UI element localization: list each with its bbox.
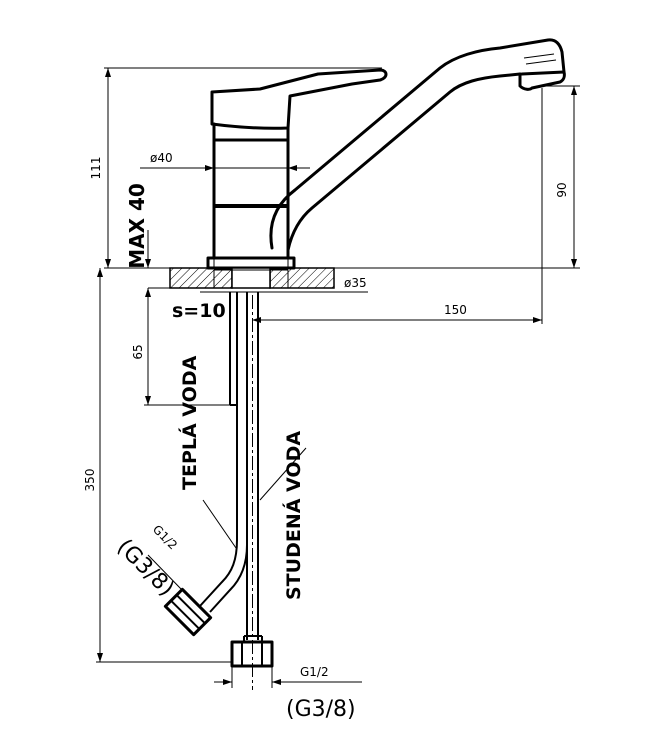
dim-65-label: 65: [131, 344, 145, 359]
cold-water-label: STUDENÁ VODA: [282, 431, 305, 600]
hot-thread-label: G1/2: [150, 522, 180, 552]
supply-pipes: [163, 292, 274, 690]
dim-90-label: 90: [555, 182, 569, 197]
base-ring: [206, 256, 296, 270]
dim-150-label: 150: [444, 303, 467, 317]
dim-111-label: 111: [89, 157, 103, 180]
countertop-plate: [148, 267, 335, 293]
cold-thread-label: G1/2: [300, 665, 329, 679]
mixer-cylinder: [212, 138, 290, 260]
dim-350-label: 350: [83, 469, 97, 492]
dimension-lines: [96, 67, 580, 688]
dim-thickness-label: s=10: [172, 300, 226, 322]
cold-fitting-nut: [230, 640, 274, 668]
spout: [269, 38, 566, 252]
dim-dia40-label: ø40: [150, 151, 173, 165]
faucet-body: [206, 68, 388, 270]
lever-handle: [210, 68, 388, 130]
dim-dia35-label: ø35: [344, 276, 367, 290]
hot-water-label: TEPLÁ VODA: [178, 355, 201, 490]
dim-max40-label: MAX 40: [125, 183, 149, 269]
cold-thread-alt-label: (G3/8): [286, 697, 356, 722]
